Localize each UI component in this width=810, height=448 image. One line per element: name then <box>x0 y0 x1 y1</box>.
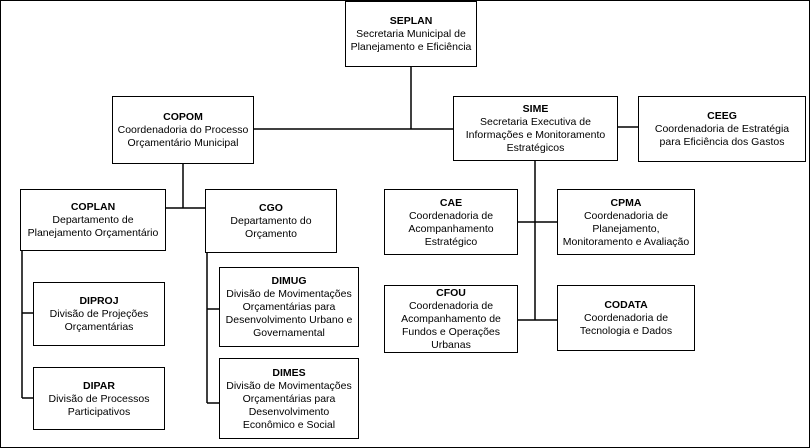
unit-dimes-name: Divisão de Movimentações Orçamentárias p… <box>226 379 352 431</box>
unit-diproj: DIPROJ Divisão de Projeções Orçamentária… <box>33 282 165 346</box>
unit-dimug: DIMUG Divisão de Movimentações Orçamentá… <box>219 267 359 347</box>
unit-cgo-abbr: CGO <box>259 202 283 214</box>
unit-dimug-name: Divisão de Movimentações Orçamentárias p… <box>225 288 353 339</box>
unit-codata-abbr: CODATA <box>604 299 648 311</box>
unit-cgo: CGO Departamento do Orçamento <box>205 189 337 253</box>
unit-coplan-name: Departamento de Planejamento Orçamentári… <box>27 214 159 239</box>
unit-seplan: SEPLAN Secretaria Municipal de Planejame… <box>345 1 477 67</box>
unit-copom-abbr: COPOM <box>163 111 203 123</box>
unit-cae-abbr: CAE <box>439 196 463 209</box>
unit-sime: SIME Secretaria Executiva de Informações… <box>453 96 618 161</box>
unit-cgo-name: Departamento do Orçamento <box>230 215 312 240</box>
unit-seplan-abbr: SEPLAN <box>389 15 433 27</box>
unit-cfou: CFOU Coordenadoria de Acompanhamento de … <box>384 285 518 353</box>
unit-diproj-abbr: DIPROJ <box>79 295 119 307</box>
unit-ceeg: CEEG Coordenadoria de Estratégia para Ef… <box>638 96 806 162</box>
unit-cpma-abbr: CPMA <box>610 196 642 209</box>
unit-coplan: COPLAN Departamento de Planejamento Orça… <box>20 189 166 251</box>
unit-copom: COPOM Coordenadoria do Processo Orçament… <box>112 96 254 164</box>
unit-codata-name: Coordenadoria de Tecnologia e Dados <box>579 312 673 337</box>
unit-cfou-abbr: CFOU <box>436 287 466 299</box>
unit-dimes-abbr: DIMES <box>272 366 306 379</box>
unit-dipar-abbr: DIPAR <box>83 379 115 392</box>
unit-ceeg-name: Coordenadoria de Estratégia para Eficiên… <box>654 123 790 148</box>
unit-diproj-name: Divisão de Projeções Orçamentárias <box>49 308 149 333</box>
unit-seplan-name: Secretaria Municipal de Planejamento e E… <box>350 28 472 53</box>
unit-sime-name: Secretaria Executiva de Informações e Mo… <box>465 116 606 154</box>
unit-dipar: DIPAR Divisão de Processos Participativo… <box>33 367 165 430</box>
unit-cae-name: Coordenadoria de Acompanhamento Estratég… <box>408 209 494 248</box>
unit-cpma-name: Coordenadoria de Planejamento, Monitoram… <box>562 209 690 248</box>
unit-coplan-abbr: COPLAN <box>70 201 116 213</box>
unit-cpma: CPMA Coordenadoria de Planejamento, Moni… <box>557 189 695 255</box>
unit-sime-abbr: SIME <box>522 103 549 115</box>
unit-cfou-name: Coordenadoria de Acompanhamento de Fundo… <box>401 300 501 351</box>
unit-copom-name: Coordenadoria do Processo Orçamentário M… <box>117 124 249 149</box>
unit-dipar-name: Divisão de Processos Participativos <box>48 392 150 418</box>
unit-dimug-abbr: DIMUG <box>271 275 307 287</box>
unit-cae: CAE Coordenadoria de Acompanhamento Estr… <box>384 189 518 255</box>
unit-dimes: DIMES Divisão de Movimentações Orçamentá… <box>219 358 359 439</box>
unit-ceeg-abbr: CEEG <box>707 110 737 122</box>
unit-codata: CODATA Coordenadoria de Tecnologia e Dad… <box>557 285 695 351</box>
